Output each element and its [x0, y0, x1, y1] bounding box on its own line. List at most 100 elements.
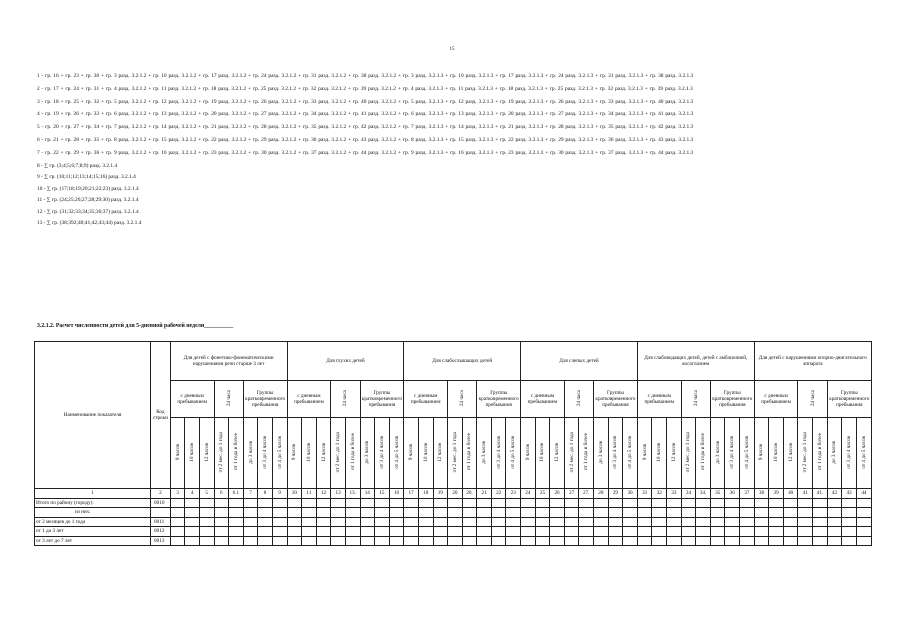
- data-cell[interactable]: [841, 516, 857, 528]
- data-cell[interactable]: [724, 497, 741, 509]
- data-cell[interactable]: [169, 507, 186, 518]
- data-cell[interactable]: [768, 535, 784, 546]
- data-cell[interactable]: [578, 516, 595, 528]
- data-cell[interactable]: [651, 516, 668, 528]
- data-cell[interactable]: [666, 526, 682, 537]
- data-cell[interactable]: [841, 526, 857, 537]
- data-cell[interactable]: [447, 535, 463, 546]
- data-cell[interactable]: [768, 507, 784, 518]
- data-cell[interactable]: [666, 497, 682, 509]
- data-cell[interactable]: [490, 535, 507, 546]
- data-cell[interactable]: [257, 526, 273, 537]
- data-cell[interactable]: [330, 535, 346, 546]
- data-cell[interactable]: [198, 526, 215, 537]
- data-cell[interactable]: [841, 535, 857, 546]
- data-cell[interactable]: [374, 497, 390, 509]
- data-cell[interactable]: [198, 497, 215, 509]
- data-cell[interactable]: [169, 535, 186, 546]
- data-cell[interactable]: [593, 535, 609, 546]
- data-cell[interactable]: [534, 526, 551, 537]
- data-cell[interactable]: [855, 507, 873, 518]
- data-cell[interactable]: [593, 516, 609, 528]
- data-cell[interactable]: [534, 516, 551, 528]
- data-cell[interactable]: [228, 516, 244, 528]
- data-cell[interactable]: [213, 526, 230, 537]
- data-cell[interactable]: [709, 497, 726, 509]
- data-cell[interactable]: [359, 497, 376, 509]
- data-cell[interactable]: [782, 497, 799, 509]
- data-cell[interactable]: [826, 497, 843, 509]
- data-cell[interactable]: [490, 507, 507, 518]
- data-cell[interactable]: [417, 507, 434, 518]
- data-cell[interactable]: [330, 516, 346, 528]
- data-cell[interactable]: [797, 516, 814, 528]
- data-cell[interactable]: [403, 526, 419, 537]
- data-cell[interactable]: [709, 507, 726, 518]
- data-cell[interactable]: [753, 507, 770, 518]
- data-cell[interactable]: [344, 526, 361, 537]
- data-cell[interactable]: [184, 526, 200, 537]
- data-cell[interactable]: [578, 497, 595, 509]
- data-cell[interactable]: [607, 507, 624, 518]
- data-cell[interactable]: [636, 526, 653, 537]
- data-cell[interactable]: [257, 507, 273, 518]
- data-cell[interactable]: [520, 507, 536, 518]
- data-cell[interactable]: [344, 497, 361, 509]
- data-cell[interactable]: [374, 526, 390, 537]
- data-cell[interactable]: [344, 535, 361, 546]
- data-cell[interactable]: [359, 535, 376, 546]
- data-cell[interactable]: [680, 516, 697, 528]
- data-cell[interactable]: [695, 507, 711, 518]
- data-cell[interactable]: [388, 507, 405, 518]
- data-cell[interactable]: [315, 516, 332, 528]
- data-cell[interactable]: [388, 516, 405, 528]
- data-cell[interactable]: [315, 507, 332, 518]
- data-cell[interactable]: [213, 497, 230, 509]
- data-cell[interactable]: [768, 526, 784, 537]
- data-cell[interactable]: [782, 516, 799, 528]
- data-cell[interactable]: [330, 507, 346, 518]
- data-cell[interactable]: [607, 497, 624, 509]
- data-cell[interactable]: [476, 507, 492, 518]
- data-cell[interactable]: [636, 535, 653, 546]
- data-cell[interactable]: [739, 497, 755, 509]
- data-cell[interactable]: [228, 535, 244, 546]
- data-cell[interactable]: [169, 516, 186, 528]
- data-cell[interactable]: [286, 535, 303, 546]
- data-cell[interactable]: [447, 507, 463, 518]
- data-cell[interactable]: [228, 507, 244, 518]
- data-cell[interactable]: [549, 526, 565, 537]
- data-cell[interactable]: [315, 497, 332, 509]
- data-cell[interactable]: [622, 507, 638, 518]
- data-cell[interactable]: [432, 516, 449, 528]
- data-cell[interactable]: [549, 497, 565, 509]
- data-cell[interactable]: [607, 535, 624, 546]
- data-cell[interactable]: [855, 526, 873, 537]
- data-cell[interactable]: [622, 516, 638, 528]
- data-cell[interactable]: [286, 516, 303, 528]
- data-cell[interactable]: [388, 535, 405, 546]
- data-cell[interactable]: [301, 526, 317, 537]
- data-cell[interactable]: [520, 535, 536, 546]
- data-cell[interactable]: [242, 516, 259, 528]
- data-cell[interactable]: [812, 526, 828, 537]
- data-cell[interactable]: [184, 507, 200, 518]
- data-cell[interactable]: [636, 507, 653, 518]
- data-cell[interactable]: [388, 497, 405, 509]
- data-cell[interactable]: [359, 526, 376, 537]
- data-cell[interactable]: [476, 516, 492, 528]
- data-cell[interactable]: [198, 535, 215, 546]
- data-cell[interactable]: [607, 516, 624, 528]
- data-cell[interactable]: [505, 516, 522, 528]
- data-cell[interactable]: [739, 526, 755, 537]
- data-cell[interactable]: [447, 526, 463, 537]
- data-cell[interactable]: [330, 497, 346, 509]
- data-cell[interactable]: [549, 507, 565, 518]
- data-cell[interactable]: [826, 516, 843, 528]
- data-cell[interactable]: [695, 526, 711, 537]
- data-cell[interactable]: [432, 526, 449, 537]
- data-cell[interactable]: [797, 497, 814, 509]
- data-cell[interactable]: [666, 507, 682, 518]
- data-cell[interactable]: [374, 516, 390, 528]
- data-cell[interactable]: [636, 516, 653, 528]
